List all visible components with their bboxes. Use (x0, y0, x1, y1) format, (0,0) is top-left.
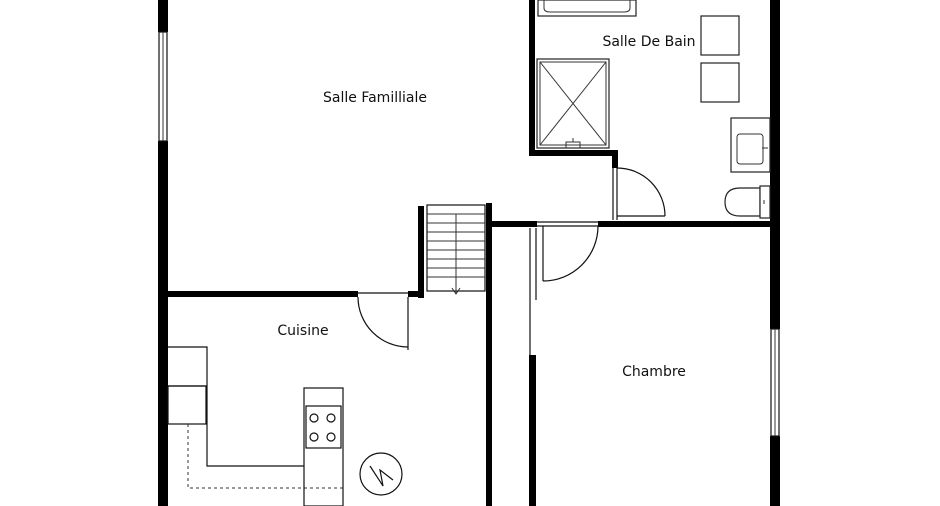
stair-right-wall (486, 203, 492, 506)
bedroom-right-wall-bottom (770, 436, 780, 506)
cabinet-bottom (700, 62, 740, 103)
bedroom-right-wall-top (770, 221, 780, 329)
door-bedroom (537, 221, 599, 282)
bedroom-top-wall-left (488, 221, 537, 227)
water-heater (359, 452, 403, 496)
kitchen-top-wall-right (408, 291, 424, 297)
room-label-kitchen: Cuisine (277, 323, 328, 339)
bedroom-left-wall (529, 355, 536, 506)
kitchen-top-wall-left (158, 291, 358, 297)
shower (536, 58, 610, 149)
room-label-family-room: Salle Familliale (323, 90, 427, 106)
bathroom-step-wall (612, 150, 618, 168)
bathroom-left-wall (529, 0, 535, 156)
cabinet-top (700, 15, 740, 56)
windows (158, 31, 780, 437)
doors (357, 167, 666, 355)
bathtub (537, 0, 637, 17)
bathroom-bottom-left-wall (529, 150, 618, 156)
kitchen-fixtures (167, 346, 403, 506)
stairs (426, 204, 486, 295)
door-bedroom-sliding (529, 228, 537, 355)
stove (303, 387, 344, 506)
toilet (724, 185, 771, 219)
bathroom-right-wall (770, 0, 780, 228)
room-label-bedroom: Chambre (622, 364, 686, 380)
bedroom-top-wall-right (598, 221, 780, 227)
door-kitchen (357, 292, 409, 350)
sink (730, 117, 771, 173)
stair-left-wall (418, 206, 424, 298)
left-wall-top (158, 0, 168, 32)
counter (167, 346, 344, 489)
room-label-bathroom: Salle De Bain (602, 34, 695, 50)
bathroom-fixtures (536, 0, 771, 219)
door-bathroom (612, 167, 666, 220)
window-family-room (158, 31, 168, 142)
left-wall-bottom (158, 141, 168, 506)
window-bedroom (770, 328, 780, 437)
walls (158, 0, 780, 506)
